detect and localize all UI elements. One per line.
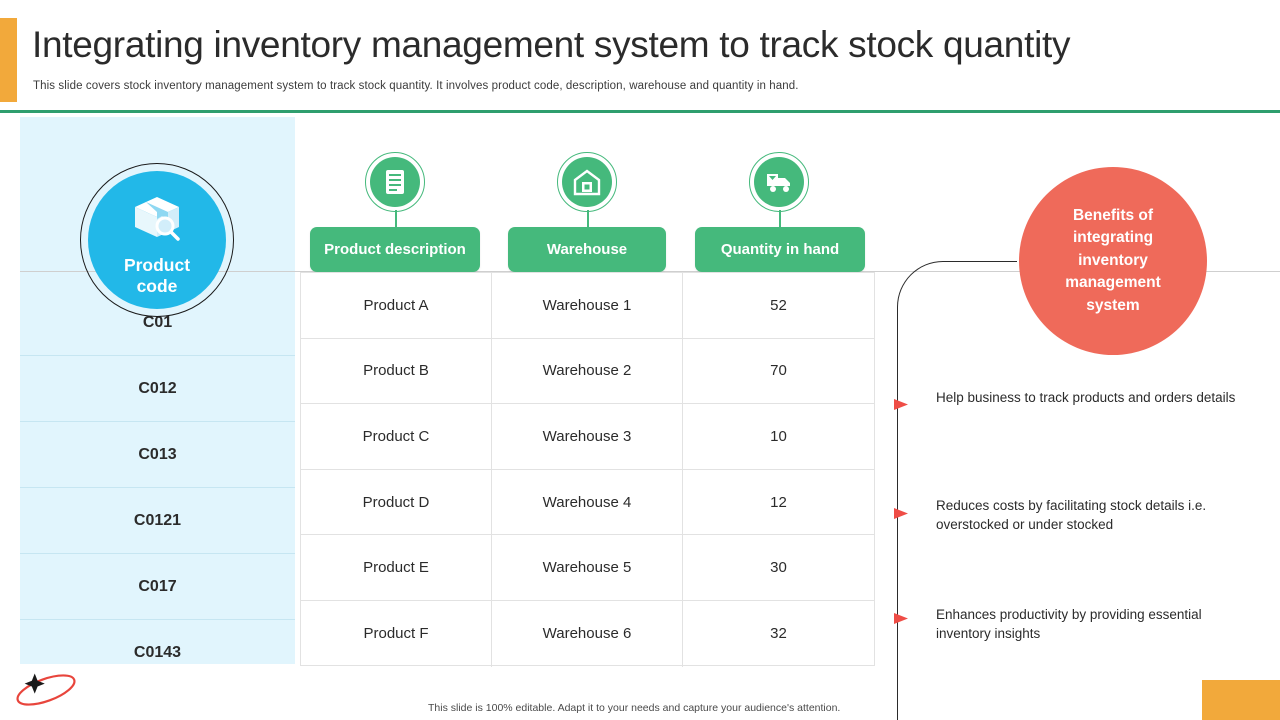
logo-swirl-icon bbox=[12, 666, 80, 712]
list-item: C0121 bbox=[20, 488, 295, 554]
cell-description: Product A bbox=[301, 273, 492, 338]
inventory-table: Product A Warehouse 1 52 Product B Wareh… bbox=[300, 272, 875, 667]
cell-warehouse: Warehouse 3 bbox=[492, 404, 683, 469]
column-header-description: Product description bbox=[310, 227, 480, 272]
cell-quantity: 10 bbox=[770, 427, 787, 445]
cell-description: Product C bbox=[301, 404, 492, 469]
table-row: Product F Warehouse 6 32 bbox=[301, 600, 874, 667]
cell-warehouse: Warehouse 1 bbox=[492, 273, 683, 338]
benefits-bracket bbox=[897, 261, 1017, 720]
table-row: Product E Warehouse 5 30 bbox=[301, 535, 874, 601]
bullet-marker-icon bbox=[893, 610, 910, 627]
product-code-ring bbox=[80, 163, 234, 317]
cell-quantity: 52 bbox=[770, 296, 787, 314]
list-item: C017 bbox=[20, 554, 295, 620]
list-item: C012 bbox=[20, 356, 295, 422]
benefits-circle: Benefits of integrating inventory manage… bbox=[1019, 167, 1207, 355]
footer-note: This slide is 100% editable. Adapt it to… bbox=[428, 702, 841, 714]
table-row: Product C Warehouse 3 10 bbox=[301, 404, 874, 470]
bullet-marker-icon bbox=[893, 505, 910, 522]
accent-bar-left bbox=[0, 18, 17, 102]
page-subtitle: This slide covers stock inventory manage… bbox=[33, 80, 799, 92]
icon-ring bbox=[365, 152, 425, 212]
cell-description: Product E bbox=[301, 535, 492, 600]
cell-description: Product B bbox=[301, 338, 492, 404]
list-item: C01 bbox=[20, 290, 295, 356]
column-header-quantity: Quantity in hand bbox=[695, 227, 865, 272]
benefit-text: Enhances productivity by providing essen… bbox=[936, 607, 1202, 641]
cell-warehouse: Warehouse 5 bbox=[492, 535, 683, 600]
list-item: C013 bbox=[20, 422, 295, 488]
document-list-icon bbox=[365, 152, 425, 212]
table-row: Product B Warehouse 2 70 bbox=[301, 338, 874, 405]
cell-quantity: 30 bbox=[770, 559, 787, 577]
cell-description: Product D bbox=[301, 469, 492, 535]
benefits-title: Benefits of integrating inventory manage… bbox=[1065, 206, 1161, 314]
product-code-label: Product code bbox=[123, 255, 191, 296]
benefit-text: Reduces costs by facilitating stock deta… bbox=[936, 498, 1207, 532]
cell-quantity: 70 bbox=[770, 362, 787, 380]
cell-quantity: 12 bbox=[770, 493, 787, 511]
product-code-list: C01 C012 C013 C0121 C017 C0143 bbox=[20, 290, 295, 686]
bullet-marker-icon bbox=[893, 396, 910, 413]
icon-ring bbox=[749, 152, 809, 212]
footer-accent-block bbox=[1202, 680, 1280, 720]
cell-quantity: 32 bbox=[770, 625, 787, 643]
box-search-icon bbox=[129, 193, 185, 246]
icon-ring bbox=[557, 152, 617, 212]
list-item: C0143 bbox=[133, 644, 182, 661]
table-row: Product D Warehouse 4 12 bbox=[301, 469, 874, 536]
product-code-circle[interactable]: Product code bbox=[88, 171, 226, 309]
delivery-truck-icon bbox=[749, 152, 809, 212]
benefit-text: Help business to track products and orde… bbox=[936, 390, 1236, 405]
cell-description: Product F bbox=[301, 600, 492, 667]
table-row: Product A Warehouse 1 52 bbox=[301, 273, 874, 339]
cell-warehouse: Warehouse 4 bbox=[492, 469, 683, 535]
column-header-warehouse: Warehouse bbox=[508, 227, 666, 272]
header-divider bbox=[0, 110, 1280, 113]
cell-warehouse: Warehouse 2 bbox=[492, 338, 683, 404]
page-title: Integrating inventory management system … bbox=[32, 24, 1071, 65]
cell-warehouse: Warehouse 6 bbox=[492, 600, 683, 667]
warehouse-icon bbox=[557, 152, 617, 212]
